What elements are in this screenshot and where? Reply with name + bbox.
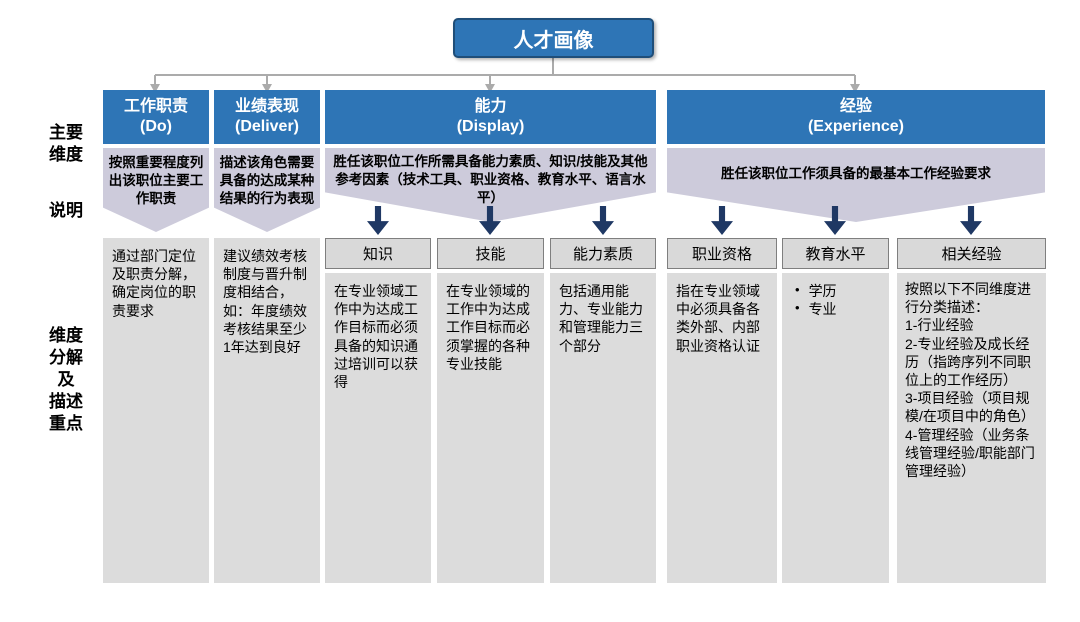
down-arrow-icon xyxy=(960,206,982,235)
detail-cell-deliver: 建议绩效考核制度与晋升制度相结合，如：年度绩效考核结果至少1年达到良好 xyxy=(214,238,320,583)
diagram-title: 人才画像 xyxy=(453,18,654,58)
side-label-breakdown: 维度 分解 及 描述 重点 xyxy=(49,326,83,434)
summary-text: 胜任该职位工作须具备的最基本工作经验要求 xyxy=(721,166,991,182)
header-label: 工作职责 xyxy=(123,98,188,115)
header-label: 业绩表现 xyxy=(234,98,299,115)
bullet-text: 专业 xyxy=(808,301,837,318)
column-header-experience: 经验 (Experience) xyxy=(667,90,1045,144)
down-arrow-icon xyxy=(367,206,389,235)
column-header-display: 能力 (Display) xyxy=(325,90,656,144)
detail-cell-do: 通过部门定位及职责分解，确定岗位的职责要求 xyxy=(103,238,209,583)
subheader-skill: 技能 xyxy=(437,238,544,269)
header-en: (Display) xyxy=(456,118,525,135)
detail-cell-education: • 学历 • 专业 xyxy=(782,273,889,583)
bullet-item: • 学历 xyxy=(791,282,880,300)
column-header-do: 工作职责 (Do) xyxy=(103,90,209,144)
subheader-qualification: 职业资格 xyxy=(667,238,777,269)
detail-cell-knowledge: 在专业领域工作中为达成工作目标而必须具备的知识通过培训可以获得 xyxy=(325,273,431,583)
subheader-education: 教育水平 xyxy=(782,238,889,269)
header-en: (Experience) xyxy=(807,118,905,135)
side-label-main-dimension: 主要 维度 xyxy=(49,123,83,165)
header-en: (Deliver) xyxy=(234,118,300,135)
down-arrow-icon xyxy=(592,206,614,235)
subheader-related-experience: 相关经验 xyxy=(897,238,1046,269)
subheader-knowledge: 知识 xyxy=(325,238,431,269)
bullet-text: 学历 xyxy=(808,283,837,299)
header-label: 经验 xyxy=(839,98,872,115)
column-header-deliver: 业绩表现 (Deliver) xyxy=(214,90,320,144)
header-label: 能力 xyxy=(474,98,507,115)
header-en: (Do) xyxy=(140,118,172,135)
bullet-item: • 专业 xyxy=(791,300,880,318)
detail-cell-competency: 包括通用能力、专业能力和管理能力三个部分 xyxy=(550,273,656,583)
detail-cell-qualification: 指在专业领域中必须具备各类外部、内部职业资格认证 xyxy=(667,273,777,583)
summary-banner-do: 按照重要程度列出该职位主要工作职责 xyxy=(103,148,209,232)
subheader-competency: 能力素质 xyxy=(550,238,656,269)
detail-cell-skill: 在专业领域的工作中为达成工作目标而必须掌握的各种专业技能 xyxy=(437,273,544,583)
down-arrow-icon xyxy=(711,206,733,235)
detail-cell-related-experience: 按照以下不同维度进行分类描述： 1-行业经验 2-专业经验及成长经历（指跨序列不… xyxy=(897,273,1046,583)
bullet-icon: • xyxy=(795,300,800,316)
bullet-icon: • xyxy=(795,282,800,297)
summary-banner-deliver: 描述该角色需要具备的达成某种结果的行为表现 xyxy=(214,148,320,232)
side-label-explain: 说明 xyxy=(49,201,83,220)
